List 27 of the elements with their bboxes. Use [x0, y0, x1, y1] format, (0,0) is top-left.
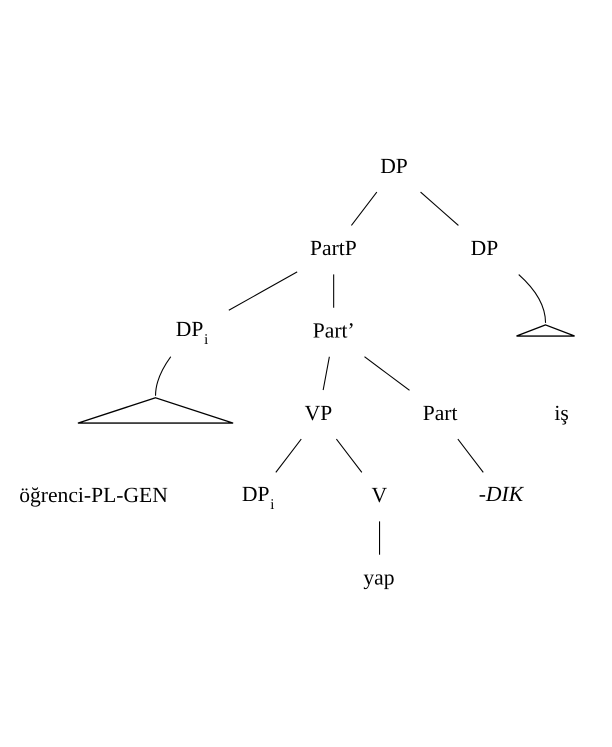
- node-text: VP: [304, 400, 332, 425]
- node-text: PartP: [310, 236, 357, 260]
- node-triangle: [77, 397, 234, 424]
- connector: [154, 356, 172, 396]
- node-text: DP: [380, 154, 408, 178]
- node-text: -DIK: [478, 482, 524, 506]
- connector: [420, 192, 459, 226]
- node-text: V: [371, 483, 388, 508]
- node-text: DP$_{i}$: [176, 317, 208, 348]
- connector: [322, 356, 330, 390]
- connector: [336, 438, 362, 473]
- connector: [379, 521, 380, 555]
- connector: [350, 192, 378, 226]
- connector: [275, 438, 302, 473]
- connector: [518, 274, 546, 323]
- node-text: yap: [363, 565, 395, 590]
- node-triangle: [516, 324, 576, 337]
- node-text: iş: [554, 400, 569, 425]
- connector: [457, 438, 484, 473]
- node-text: Part: [422, 400, 458, 425]
- node-text: öğrenci-PL-GEN: [19, 483, 168, 508]
- connector: [333, 274, 334, 308]
- node-text: DP$_{i}$: [242, 482, 274, 513]
- node-text: Part’: [312, 318, 355, 342]
- node-text: DP: [470, 236, 498, 260]
- connector: [228, 271, 298, 311]
- connector: [364, 356, 410, 391]
